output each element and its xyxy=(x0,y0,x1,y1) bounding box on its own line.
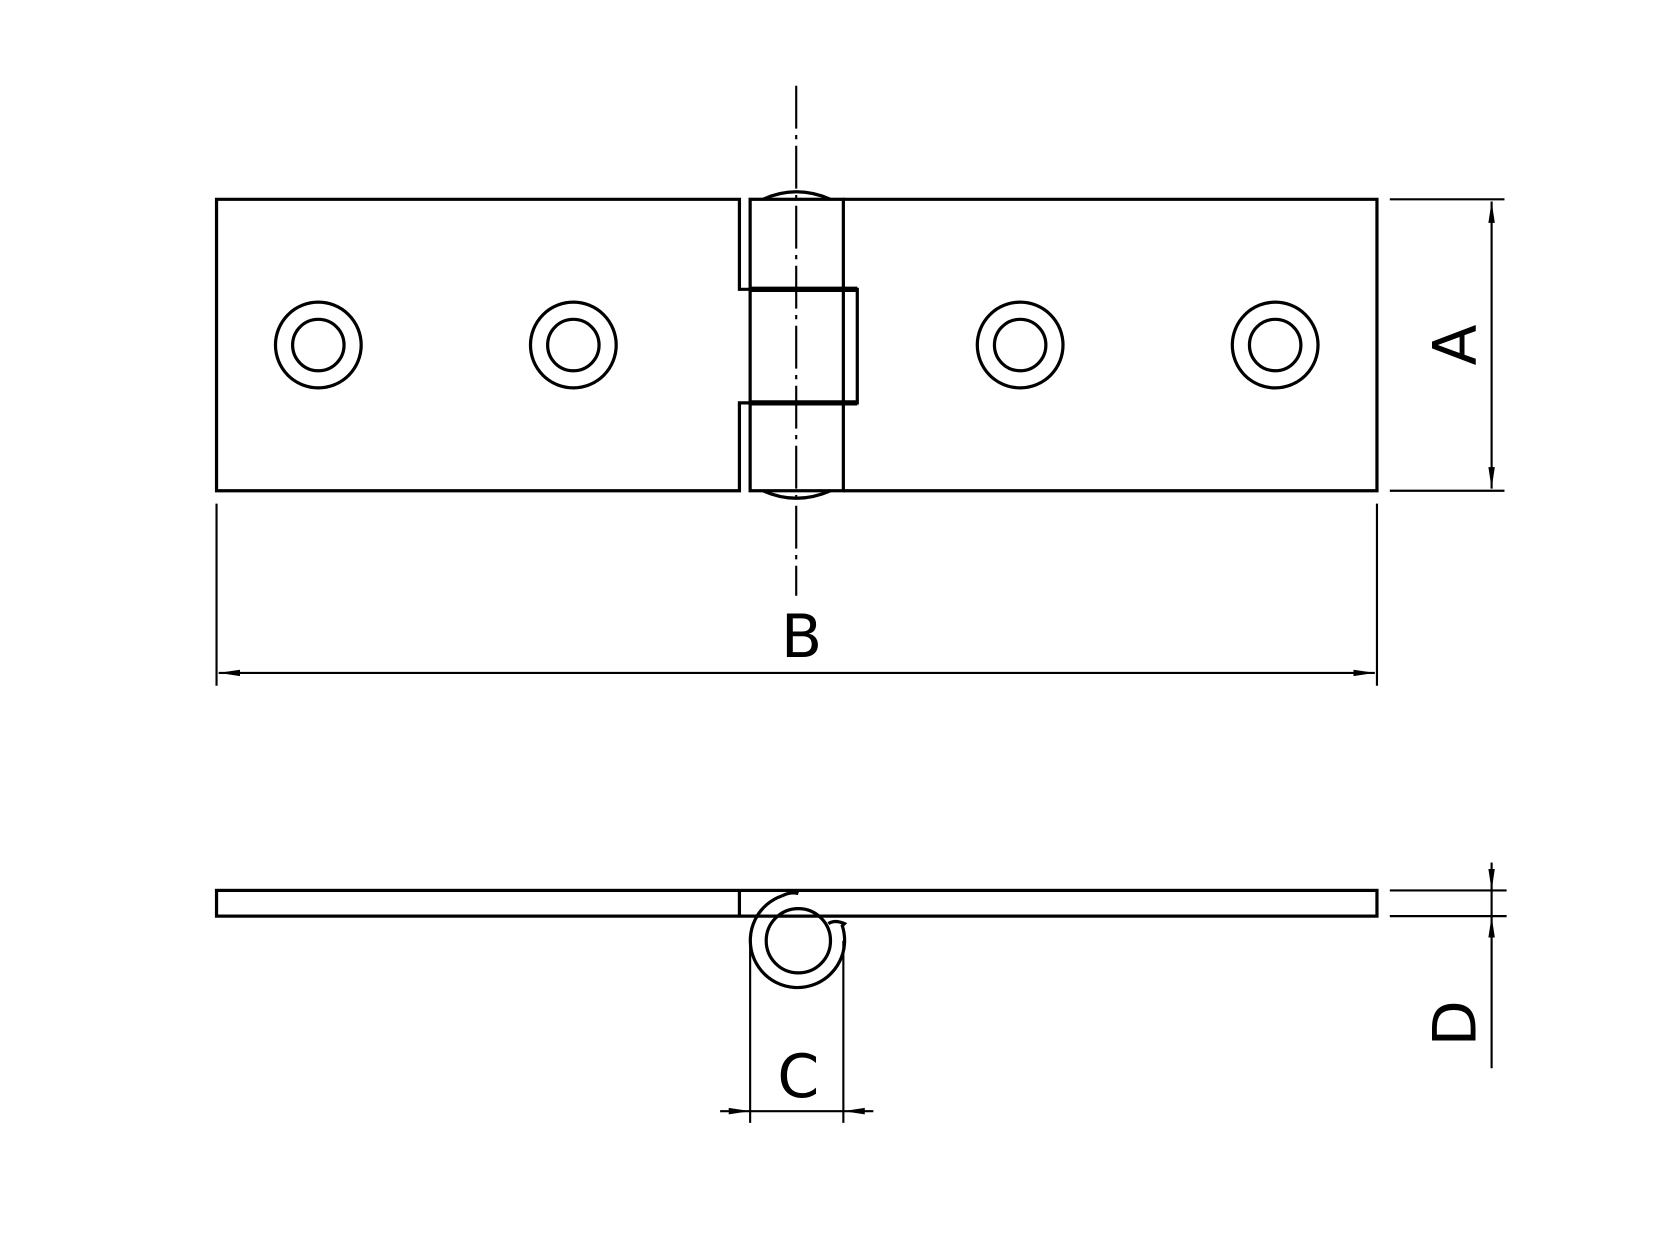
dimension-label-a: A xyxy=(1421,324,1491,365)
dimension-c: C xyxy=(720,940,874,1123)
screw-hole xyxy=(273,300,363,390)
dimension-b: B xyxy=(215,503,1379,686)
dimension-label-b: B xyxy=(781,602,822,672)
knuckle-cap-top xyxy=(762,190,832,201)
screw-hole xyxy=(528,300,618,390)
left-leaf xyxy=(214,197,859,493)
right-leaf xyxy=(843,197,1379,493)
screw-hole xyxy=(975,300,1065,390)
leaf-profile xyxy=(214,888,1379,918)
hinge-pin xyxy=(764,907,833,975)
dimension-label-d: D xyxy=(1421,1000,1491,1046)
screw-hole xyxy=(1230,300,1320,390)
dimension-a: A xyxy=(1389,198,1505,492)
top-view: A B xyxy=(214,85,1505,686)
knuckle-outer xyxy=(748,894,848,990)
dimension-label-c: C xyxy=(777,1042,819,1112)
dimension-d: D xyxy=(1389,862,1507,1069)
side-view: C D xyxy=(214,862,1507,1123)
